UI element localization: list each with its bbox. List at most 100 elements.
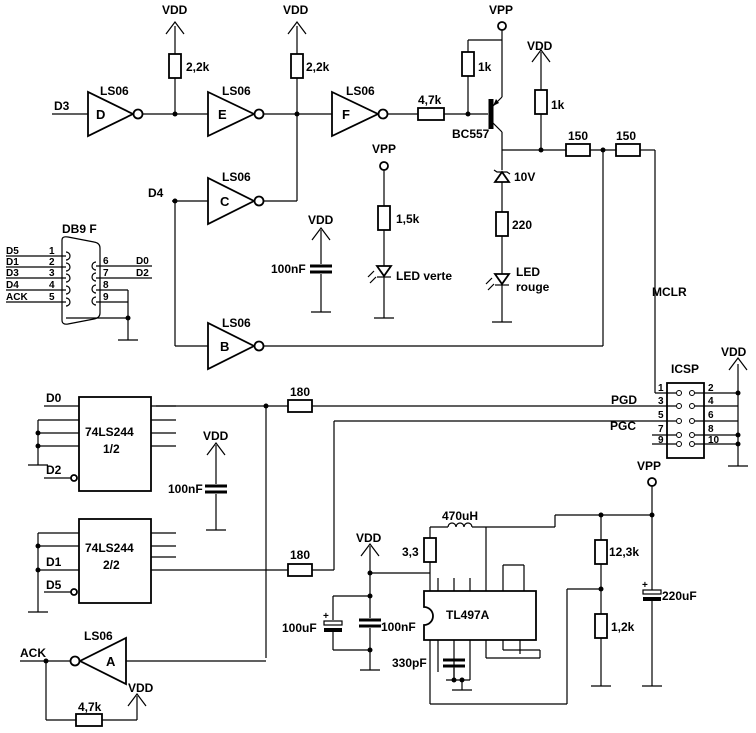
db9-pin-5: 5 — [49, 292, 55, 303]
capacitor-220uf — [642, 589, 662, 595]
gate-d-letter: D — [96, 107, 105, 122]
ls06-chain: D3 D LS06 2,2k VDD E LS06 2,2k VDD F — [52, 3, 604, 371]
vpp-terminal-led — [379, 161, 389, 171]
db9-left-label-4: ACK — [6, 292, 28, 303]
resistor-1k5-value: 1,5k — [396, 212, 420, 226]
vpp-label-top: VPP — [489, 3, 513, 17]
resistor-180-pgd-value: 180 — [290, 385, 310, 399]
gate-a-letter: A — [106, 654, 116, 669]
resistor-2k2-right-value: 2,2k — [306, 60, 330, 74]
vpp-switch: VPP 1k BC557 VDD 1k 150 150 MCLR — [452, 3, 687, 393]
vdd-label-3: VDD — [527, 39, 553, 53]
icsp-pin-10: 10 — [708, 435, 720, 446]
led-red — [493, 273, 511, 286]
gate-f — [331, 90, 381, 138]
gate-c-letter: C — [220, 194, 230, 209]
icsp-connector: ICSP VDD PGD PGC 1 3 5 7 9 — [156, 345, 748, 467]
label-d3: D3 — [54, 99, 70, 113]
vdd-label-icsp: VDD — [721, 345, 747, 359]
db9-right-label-0: D0 — [136, 256, 149, 267]
vpp-terminal-top — [497, 21, 507, 31]
resistor-150-second — [615, 143, 641, 157]
gate-b-letter: B — [220, 339, 229, 354]
gate-b-type: LS06 — [222, 316, 251, 330]
db9-title: DB9 F — [62, 222, 97, 236]
gate-e-type: LS06 — [222, 84, 251, 98]
pgc-label: PGC — [610, 419, 636, 433]
resistor-2k2-right — [290, 53, 304, 79]
label-d5: D5 — [46, 578, 62, 592]
capacitor-100nf-top-value: 100nF — [271, 262, 306, 276]
ack-section: A LS06 ACK 4,7k VDD — [20, 629, 266, 727]
resistor-150-first-value: 150 — [568, 129, 588, 143]
resistor-220 — [495, 211, 509, 237]
db9-pin-8: 8 — [103, 280, 109, 291]
icsp-pin-1: 1 — [658, 383, 664, 394]
pgd-label: PGD — [611, 393, 637, 407]
buffer-74ls244-lower — [78, 518, 152, 604]
led-red-label-1: LED — [516, 265, 540, 279]
resistor-1k-pullup — [534, 89, 548, 115]
capacitor-100nf-buffer-value: 100nF — [168, 482, 203, 496]
gate-e — [207, 90, 257, 138]
label-d4: D4 — [148, 186, 164, 200]
icsp-pin-2: 2 — [708, 383, 714, 394]
vdd-label-5: VDD — [203, 429, 229, 443]
resistor-3r3-value: 3,3 — [402, 545, 419, 559]
db9-connector: DB9 F D5 D1 D3 D4 ACK 1 2 3 4 5 6 7 8 9 … — [6, 222, 152, 341]
resistor-3r3 — [423, 537, 437, 563]
vpp-terminal-out — [647, 477, 657, 487]
capacitor-100uf — [323, 620, 343, 626]
buffer-upper-half: 1/2 — [103, 442, 120, 456]
led-red-label-2: rouge — [516, 280, 550, 294]
gate-a — [77, 636, 127, 686]
db9-left-label-3: D4 — [6, 280, 19, 291]
db9-pin-6: 6 — [103, 256, 109, 267]
indicator-section: VPP 1,5k LED verte VDD 100nF — [271, 142, 452, 319]
capacitor-100nf-reg-value: 100nF — [381, 620, 416, 634]
regulator-section: VDD + 100uF 100nF 3,3 470uH TL497A — [282, 459, 697, 705]
resistor-180-pgd — [287, 399, 313, 413]
label-ack: ACK — [20, 646, 46, 660]
inductor-value: 470uH — [442, 509, 478, 523]
resistor-4k7-ack-value: 4,7k — [78, 700, 102, 714]
db9-right-label-1: D2 — [136, 268, 149, 279]
icsp-pin-9: 9 — [658, 435, 664, 446]
resistor-150-second-value: 150 — [616, 129, 636, 143]
icsp-title: ICSP — [671, 362, 699, 376]
resistor-1k2 — [594, 613, 608, 639]
icsp-pin-7: 7 — [658, 424, 664, 435]
capacitor-330pf-value: 330pF — [392, 656, 427, 670]
regulator-label: TL497A — [446, 608, 490, 622]
gate-f-letter: F — [342, 107, 350, 122]
resistor-1k2-value: 1,2k — [611, 620, 635, 634]
mclr-label: MCLR — [652, 285, 687, 299]
resistor-12k3-value: 12,3k — [609, 545, 639, 559]
db9-left-label-1: D1 — [6, 257, 19, 268]
gate-e-letter: E — [218, 107, 227, 122]
resistor-4k7-base-value: 4,7k — [418, 93, 442, 107]
db9-pin-2: 2 — [49, 257, 55, 268]
resistor-150-first — [565, 143, 591, 157]
vdd-label-2: VDD — [283, 3, 309, 17]
resistor-180-pgc — [287, 563, 313, 577]
vdd-label-6: VDD — [128, 681, 154, 695]
buffer-lower-name: 74LS244 — [85, 541, 134, 555]
resistor-180-pgc-value: 180 — [290, 548, 310, 562]
db9-pin-9: 9 — [103, 292, 109, 303]
capacitor-100uf-value: 100uF — [282, 621, 317, 635]
vdd-label-7: VDD — [356, 531, 382, 545]
label-d1: D1 — [46, 555, 62, 569]
label-d2: D2 — [46, 463, 62, 477]
resistor-220-value: 220 — [512, 218, 532, 232]
resistor-1k-base-value: 1k — [478, 60, 492, 74]
gate-d-type: LS06 — [100, 84, 129, 98]
resistor-2k2-left — [168, 53, 182, 79]
buffer-74ls244-upper — [78, 396, 152, 492]
resistor-1k5 — [377, 205, 391, 231]
zener-diode — [493, 170, 511, 183]
db9-pin-3: 3 — [49, 268, 55, 279]
db9-pin-4: 4 — [49, 280, 55, 291]
resistor-4k7-ack — [75, 713, 103, 727]
icsp-pin-8: 8 — [708, 424, 714, 435]
